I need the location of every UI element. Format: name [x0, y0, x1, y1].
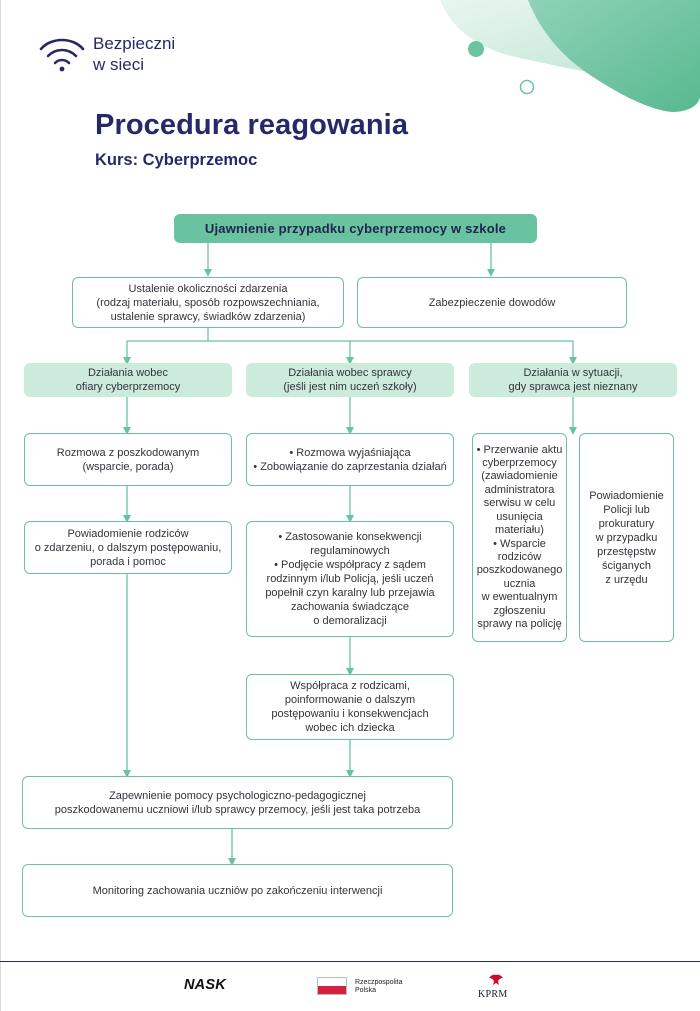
brand-line-2: w sieci — [93, 55, 145, 74]
monitoring-box: Monitoring zachowania uczniów po zakończ… — [22, 864, 453, 917]
evidence-box: Zabezpieczenie dowodów — [357, 277, 627, 328]
rzeczpospolita-logo-text: Rzeczpospolita Polska — [355, 979, 402, 995]
nask-logo: NASK — [184, 977, 226, 993]
unknown-police-box: Powiadomienie Policji lub prokuratury w … — [579, 433, 674, 642]
perpetrator-column-header: Działania wobec sprawcy (jeśli jest nim … — [246, 363, 454, 397]
victim-column-header: Działania wobec ofiary cyberprzemocy — [24, 363, 232, 397]
circumstances-box: Ustalenie okoliczności zdarzenia (rodzaj… — [72, 277, 344, 328]
kprm-logo: KPRM — [478, 989, 508, 1000]
page-title: Procedura reagowania — [95, 109, 409, 141]
brand-name: Bezpieczni w sieci — [93, 33, 175, 75]
eagle-emblem-icon — [489, 974, 503, 985]
page-subtitle: Kurs: Cyberprzemoc — [95, 151, 258, 169]
decorative-blobs — [440, 0, 700, 112]
rp-line-2: Polska — [355, 987, 377, 994]
perpetrator-conversation-box: • Rozmowa wyjaśniająca • Zobowiązanie do… — [246, 433, 454, 486]
victim-conversation-box: Rozmowa z poszkodowanym (wsparcie, porad… — [24, 433, 232, 486]
page-edge — [0, 0, 1, 1011]
perpetrator-parents-box: Współpraca z rodzicami, poinformowanie o… — [246, 674, 454, 740]
incident-disclosure-box: Ujawnienie przypadku cyberprzemocy w szk… — [174, 214, 537, 243]
footer-divider — [0, 961, 700, 962]
rp-line-1: Rzeczpospolita — [355, 979, 403, 986]
perpetrator-consequences-box: • Zastosowanie konsekwencji regulaminowy… — [246, 521, 454, 637]
unknown-column-header: Działania w sytuacji, gdy sprawca jest n… — [469, 363, 677, 397]
brand-logo: Bezpieczni w sieci — [38, 32, 175, 75]
support-box: Zapewnienie pomocy psychologiczno-pedago… — [22, 776, 453, 829]
wifi-icon — [39, 38, 85, 72]
unknown-interrupt-box: • Przerwanie aktu cyberprzemocy (zawiado… — [472, 433, 567, 642]
victim-parents-box: Powiadomienie rodziców o zdarzeniu, o da… — [24, 521, 232, 574]
poland-flag-icon — [317, 977, 347, 995]
brand-line-1: Bezpieczni — [93, 34, 176, 53]
